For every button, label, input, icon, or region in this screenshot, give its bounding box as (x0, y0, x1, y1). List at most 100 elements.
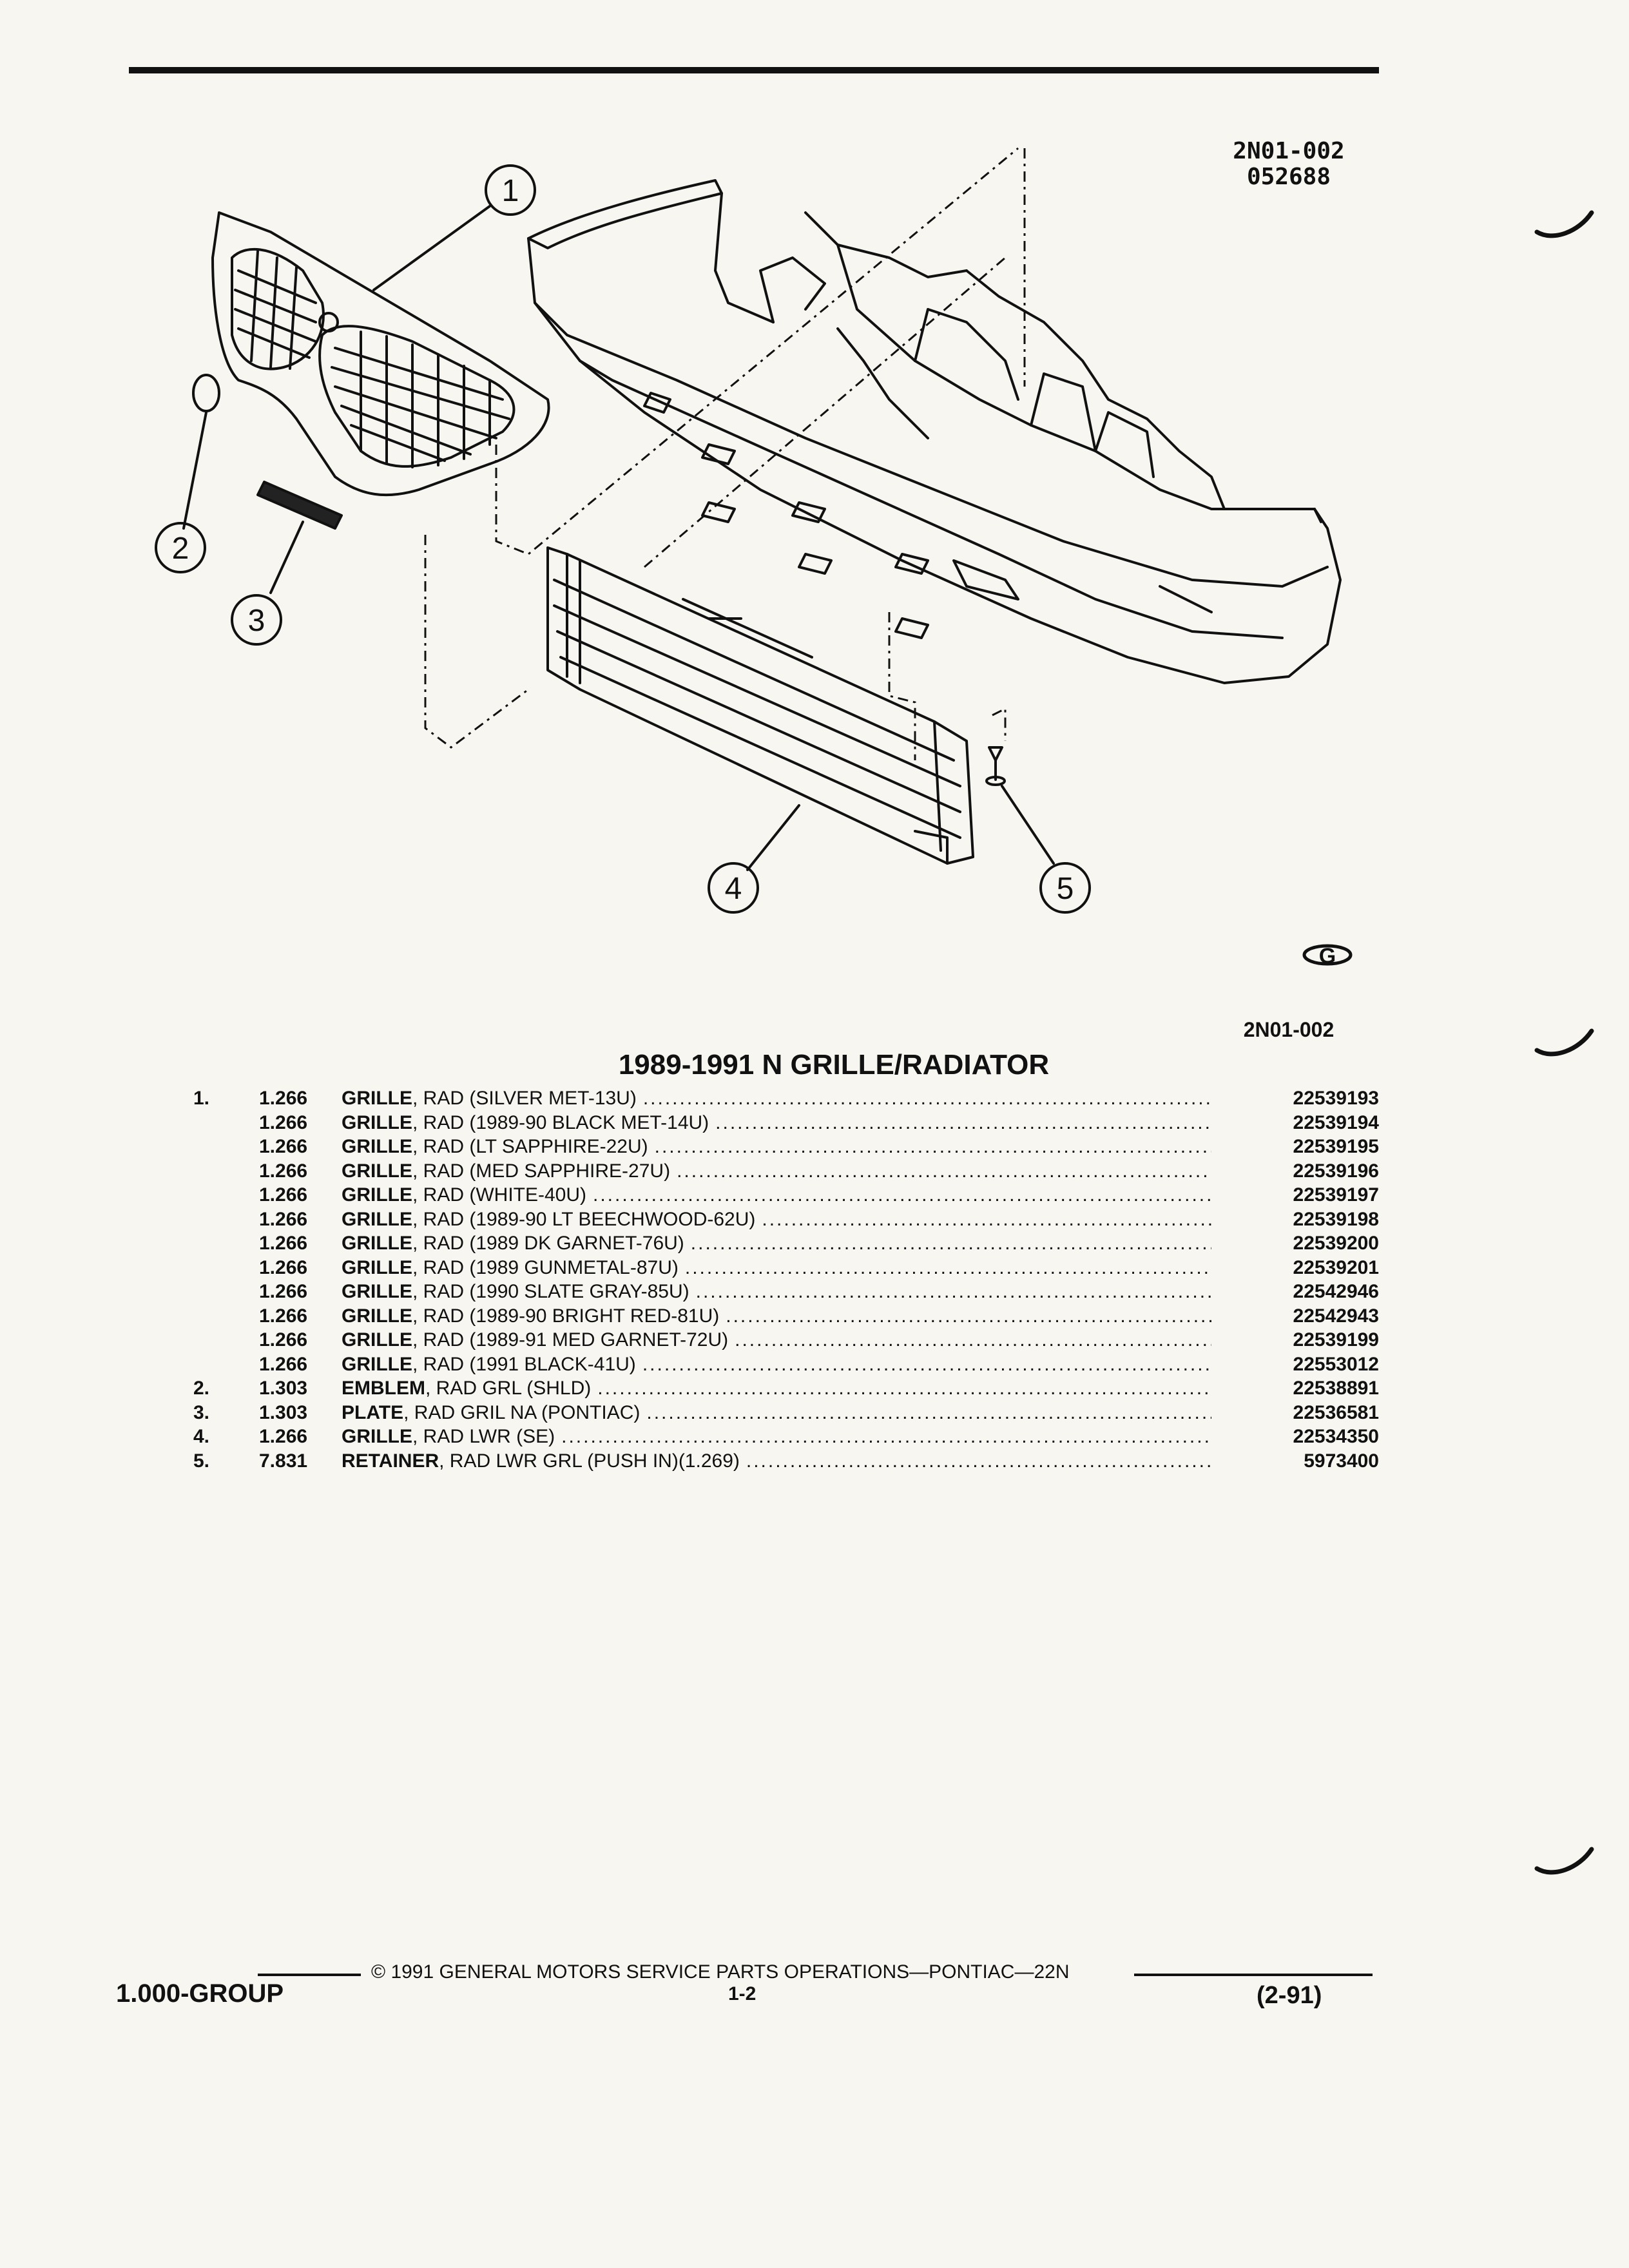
retainer-drawing (985, 746, 1006, 786)
footer-revision: (2-91) (1257, 1982, 1322, 2009)
binder-mark-bottom (1534, 1847, 1594, 1875)
part-detail: , RAD (1989 GUNMETAL-87U) (412, 1256, 679, 1278)
part-group-number: 1.266 (259, 1088, 308, 1109)
part-group-number: 1.266 (259, 1426, 308, 1447)
part-item-number: 5. (193, 1450, 210, 1472)
part-number: 22553012 (1293, 1353, 1379, 1375)
leader-dots: ........................................… (561, 1426, 1211, 1447)
part-group-number: 1.266 (259, 1256, 308, 1278)
binder-mark-top (1534, 210, 1594, 238)
part-description: GRILLE, RAD (1990 SLATE GRAY-85U).......… (342, 1280, 1211, 1304)
part-row: 1.266 GRILLE, RAD (1990 SLATE GRAY-85U)..… (193, 1280, 1379, 1304)
part-number: 22536581 (1293, 1401, 1379, 1423)
part-row: 1.266 GRILLE, RAD (1989-91 MED GARNET-72U… (193, 1328, 1379, 1352)
part-detail: , RAD (1989-90 BLACK MET-14U) (412, 1111, 709, 1133)
leader-dots: ........................................… (654, 1136, 1211, 1157)
part-description: GRILLE, RAD (1989-90 BRIGHT RED-81U)....… (342, 1304, 1211, 1329)
leader-dots: ........................................… (735, 1329, 1211, 1350)
part-description: GRILLE, RAD (SILVER MET-13U)............… (342, 1086, 1211, 1111)
part-description: GRILLE, RAD (1989-91 MED GARNET-72U)....… (342, 1328, 1211, 1352)
part-number: 22542943 (1293, 1305, 1379, 1327)
part-name: GRILLE (342, 1329, 412, 1350)
leader-dots: ........................................… (762, 1208, 1211, 1230)
part-name: GRILLE (342, 1111, 412, 1133)
part-name: PLATE (342, 1401, 404, 1423)
part-group-number: 1.266 (259, 1233, 308, 1254)
part-row: 1.266 GRILLE, RAD (1991 BLACK-41U).......… (193, 1352, 1379, 1377)
emblem-drawing (192, 374, 220, 412)
part-name: GRILLE (342, 1353, 412, 1375)
part-item-number: 1. (193, 1088, 210, 1109)
part-number: 22538891 (1293, 1378, 1379, 1399)
part-detail: , RAD (1989-90 LT BEECHWOOD-62U) (412, 1208, 756, 1230)
part-group-number: 1.266 (259, 1160, 308, 1182)
part-detail: , RAD (1991 BLACK-41U) (412, 1353, 636, 1375)
leader-dots: ........................................… (642, 1353, 1211, 1375)
part-group-number: 1.266 (259, 1281, 308, 1302)
footer-rule-right (1134, 1974, 1373, 1976)
exploded-parts-diagram: 1 2 3 4 5 G (155, 147, 1353, 968)
figure-code: 2N01-002 (1243, 1018, 1335, 1041)
illustration-date: 052688 (1246, 164, 1331, 190)
leader-dots: ........................................… (695, 1281, 1211, 1302)
lower-grille-drawing (546, 546, 974, 865)
part-number: 22539199 (1293, 1329, 1379, 1350)
part-number: 22534350 (1293, 1426, 1379, 1447)
part-description: GRILLE, RAD LWR (SE)....................… (342, 1425, 1211, 1449)
leader-dots: ........................................… (646, 1401, 1211, 1423)
upper-grille-drawing (211, 211, 550, 497)
part-description: PLATE, RAD GRIL NA (PONTIAC)............… (342, 1401, 1211, 1425)
part-name: GRILLE (342, 1233, 412, 1254)
footer-page-number: 1-2 (728, 1983, 757, 2004)
part-number: 22539197 (1293, 1184, 1379, 1206)
illustration-code: 2N01-002 (1233, 138, 1345, 164)
part-description: GRILLE, RAD (1989 GUNMETAL-87U).........… (342, 1256, 1211, 1280)
part-group-number: 1.303 (259, 1378, 308, 1399)
part-row: 1.266 GRILLE, RAD (WHITE-40U)............… (193, 1183, 1379, 1207)
leader-lines (182, 205, 1055, 871)
leader-dots: ........................................… (690, 1233, 1211, 1254)
leader-dots: ........................................… (746, 1450, 1211, 1472)
part-number: 22539201 (1293, 1256, 1379, 1278)
part-group-number: 1.266 (259, 1329, 308, 1350)
part-name: GRILLE (342, 1256, 412, 1278)
callout-5: 5 (1057, 872, 1074, 906)
part-number: 22539193 (1293, 1088, 1379, 1109)
part-detail: , RAD GRIL NA (PONTIAC) (403, 1401, 641, 1423)
part-group-number: 1.303 (259, 1401, 308, 1423)
part-number: 22542946 (1293, 1281, 1379, 1302)
footer-group: 1.000-GROUP (116, 1979, 284, 2008)
part-detail: , RAD GRL (SHLD) (425, 1378, 592, 1399)
part-item-number: 4. (193, 1426, 210, 1447)
part-description: GRILLE, RAD (1989-90 BLACK MET-14U).....… (342, 1111, 1211, 1135)
part-detail: , RAD (1989 DK GARNET-76U) (412, 1233, 684, 1254)
part-group-number: 1.266 (259, 1184, 308, 1206)
part-number: 5973400 (1304, 1450, 1379, 1472)
top-rule (129, 67, 1379, 73)
callout-3: 3 (248, 604, 265, 638)
part-name: GRILLE (342, 1426, 412, 1447)
part-detail: , RAD (1989-90 BRIGHT RED-81U) (412, 1305, 720, 1327)
part-group-number: 7.831 (259, 1450, 308, 1472)
part-description: GRILLE, RAD (1989-90 LT BEECHWOOD-62U)..… (342, 1207, 1211, 1232)
part-number: 22539196 (1293, 1160, 1379, 1182)
part-detail: , RAD (WHITE-40U) (412, 1184, 586, 1206)
part-name: GRILLE (342, 1160, 412, 1182)
part-number: 22539198 (1293, 1208, 1379, 1230)
source-mark: G (1302, 944, 1353, 968)
part-detail: , RAD LWR (SE) (412, 1426, 555, 1447)
part-description: GRILLE, RAD (WHITE-40U).................… (342, 1183, 1211, 1207)
part-detail: , RAD (1990 SLATE GRAY-85U) (412, 1281, 689, 1302)
part-detail: , RAD LWR GRL (PUSH IN)(1.269) (439, 1450, 740, 1472)
part-group-number: 1.266 (259, 1353, 308, 1375)
part-number: 22539200 (1293, 1233, 1379, 1254)
part-detail: , RAD (SILVER MET-13U) (412, 1088, 637, 1109)
leader-dots: ........................................… (684, 1256, 1211, 1278)
part-name: GRILLE (342, 1088, 412, 1109)
